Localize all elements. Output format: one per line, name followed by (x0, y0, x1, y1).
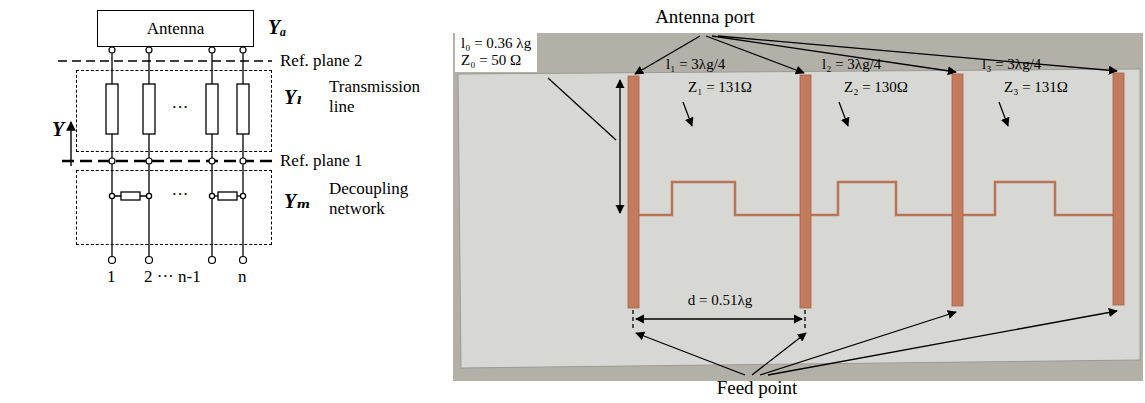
callout-label: Feed point (717, 377, 798, 399)
copper-strip (952, 74, 963, 306)
reference-plane (58, 60, 272, 62)
dimension-label: l₁ = 3λg/4 (666, 56, 725, 73)
decoupling-element (240, 193, 245, 198)
ellipsis: ··· (172, 185, 189, 205)
callout-label: Antenna port (655, 6, 755, 28)
dimension-label: d = 0.51λg (688, 292, 752, 309)
terminal-dot (209, 158, 215, 164)
decoupling-element (111, 170, 112, 257)
line-spec-box: l₀ = 0.36 λgZ₀ = 50 Ω (455, 33, 537, 72)
pointer-arrow (999, 102, 1008, 126)
node-label: l₀ = 0.36 λg (461, 35, 531, 52)
admittance-symbol: Yₗ (284, 86, 302, 109)
dimension-line (804, 310, 805, 328)
line-element (206, 84, 218, 134)
wire-bundle (112, 47, 243, 70)
line-element (237, 84, 249, 134)
terminal-dot (109, 158, 115, 164)
dimension-line (548, 78, 616, 140)
terminal-dot (109, 257, 116, 264)
node-label: Decoupling network (329, 179, 434, 218)
meander-line (639, 182, 1113, 215)
admittance-symbol: Yₐ (268, 16, 286, 39)
terminal-dot (109, 47, 115, 53)
decoupling-element (109, 170, 245, 257)
copper-strip (1113, 73, 1124, 305)
decoupling-element (218, 192, 237, 200)
impedance-label: Z₂ = 130Ω (844, 79, 908, 96)
dimension-line (632, 310, 633, 328)
node-sublabel: Z₀ = 50 Ω (461, 52, 531, 69)
admittance-symbol: Yₘ (284, 190, 311, 213)
decoupling-element (121, 192, 140, 200)
photo-ground (453, 33, 1143, 381)
decoupling-element (146, 193, 151, 198)
admittance-symbol: Y (52, 118, 64, 141)
decoupling-element (109, 193, 114, 198)
decoupling-element (242, 170, 243, 257)
decoupling-network-box: Decoupling network (76, 170, 272, 245)
impedance-label: Z₁ = 131Ω (688, 79, 752, 96)
pointer-arrow (635, 36, 1117, 375)
reference-plane (58, 61, 272, 161)
terminal-dot (209, 257, 216, 264)
copper-strip (800, 75, 811, 308)
dimension-line (636, 318, 802, 319)
terminal-dot (240, 257, 247, 264)
pointer-arrow (760, 312, 956, 375)
port-number: n (238, 267, 247, 287)
pointer-arrow (718, 36, 1117, 71)
terminal-dot (146, 257, 153, 264)
impedance-label: Z₃ = 131Ω (1004, 79, 1068, 96)
port-number: 1 (107, 267, 116, 287)
dimension-label: l₃ = 3λg/4 (982, 56, 1041, 73)
terminal-dot (240, 158, 246, 164)
port-number: 2 ··· n-1 (144, 267, 201, 287)
decoupling-element (211, 170, 212, 257)
meander-line (639, 182, 800, 215)
terminal-dot (146, 47, 152, 53)
dimension-line (548, 78, 805, 328)
copper-strip (628, 73, 1124, 308)
terminal-dot (109, 47, 247, 264)
node-label: Antenna (147, 19, 205, 39)
ellipsis: ··· (172, 98, 189, 118)
dimension-label: l₂ = 3λg/4 (822, 56, 881, 73)
line-element (143, 84, 155, 134)
meander-line (963, 182, 1113, 215)
decoupling-element (209, 193, 214, 198)
plane-label: Ref. plane 2 (280, 51, 363, 71)
line-element (106, 70, 249, 152)
antenna-box: Antenna (97, 10, 254, 47)
line-element (106, 84, 118, 134)
dimension-line (619, 80, 620, 213)
admittance-arrow (70, 122, 71, 166)
terminal-dot (146, 158, 152, 164)
pointer-arrow (636, 333, 745, 375)
pointer-arrow (768, 311, 1117, 375)
pointer-arrow (683, 102, 692, 126)
terminal-dot (209, 47, 215, 53)
meander-line (811, 182, 952, 215)
terminal-dot (240, 47, 246, 53)
plane-label: Ref. plane 1 (280, 151, 363, 171)
pointer-arrow (839, 102, 848, 126)
circuit-board (458, 69, 1140, 368)
copper-strip (628, 76, 639, 308)
node-label: Transmission line (329, 77, 434, 116)
decoupling-element (148, 170, 149, 257)
